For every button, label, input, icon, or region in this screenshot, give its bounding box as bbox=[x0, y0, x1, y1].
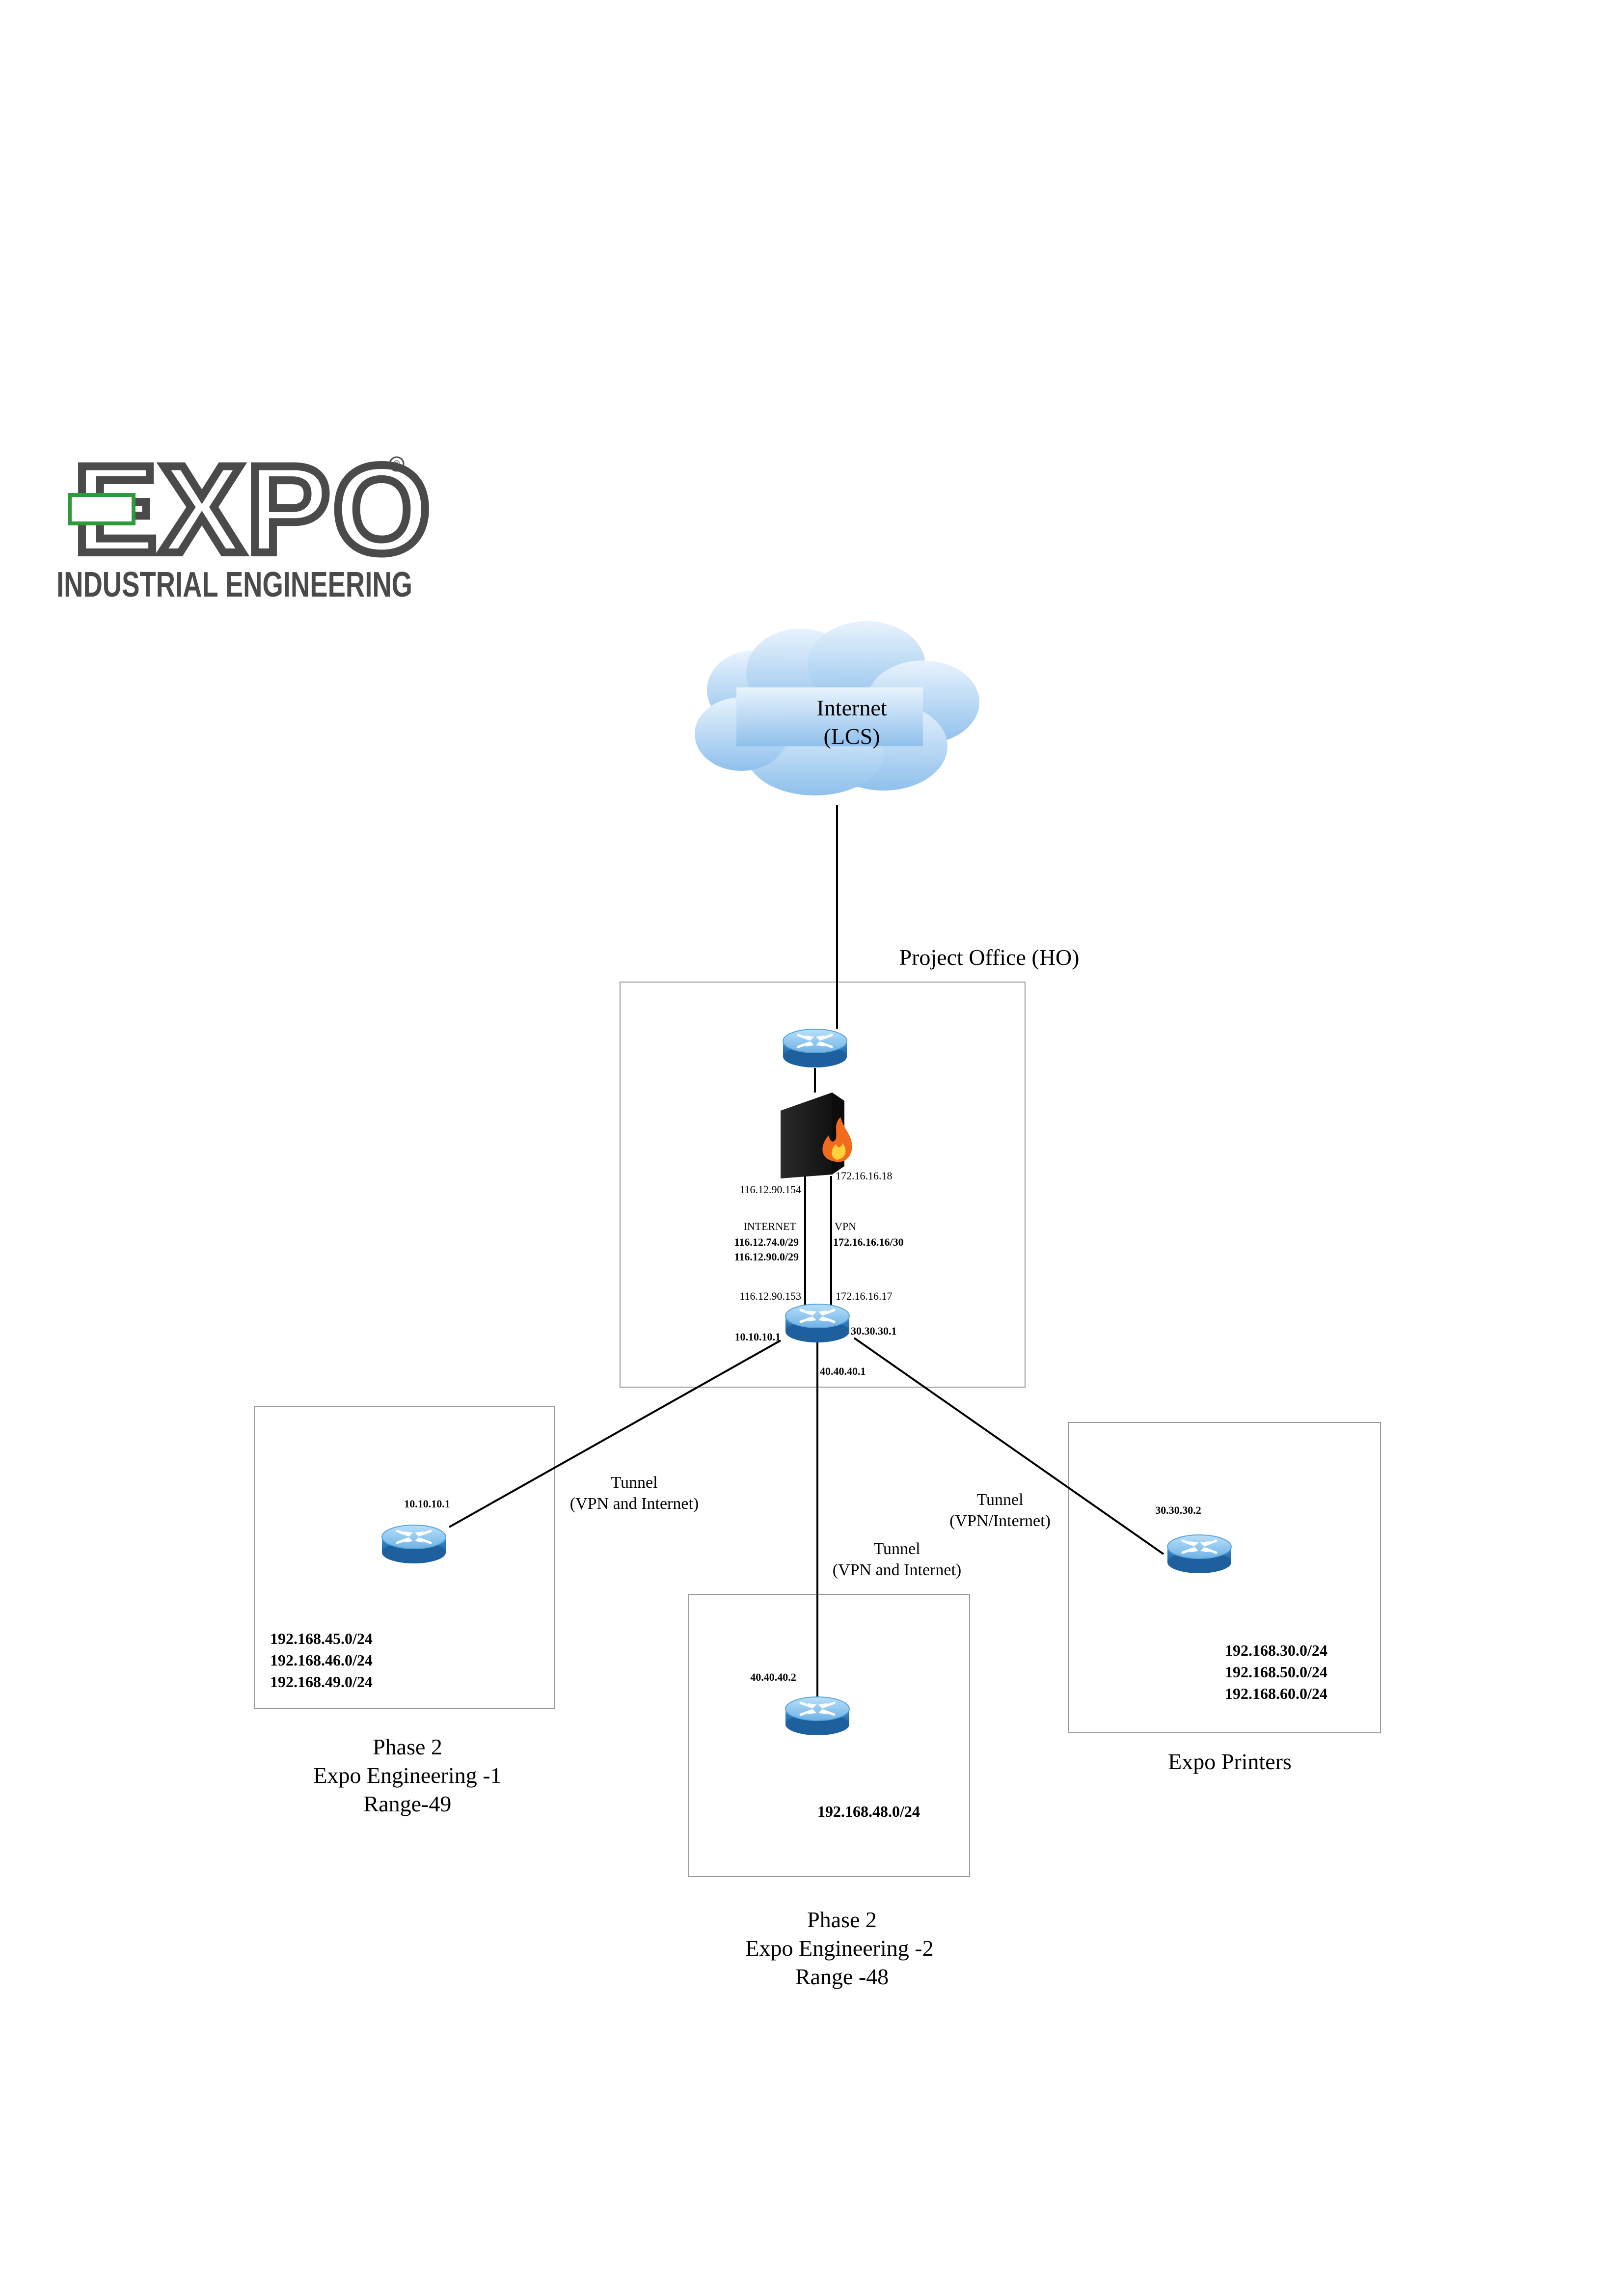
internet-net1: 116.12.74.0/29 bbox=[734, 1236, 799, 1248]
firewall-icon bbox=[781, 1093, 852, 1178]
site3-box bbox=[1068, 1422, 1381, 1733]
core-if-left: 10.10.10.1 bbox=[735, 1331, 781, 1343]
site1-router-icon bbox=[382, 1525, 446, 1563]
site1-caption-line1: Phase 2 bbox=[373, 1734, 442, 1759]
ho-title: Project Office (HO) bbox=[899, 945, 1079, 970]
core-if-down: 40.40.40.1 bbox=[820, 1365, 866, 1377]
core-if-right: 30.30.30.1 bbox=[851, 1325, 897, 1337]
internet-link-label: INTERNET bbox=[743, 1220, 796, 1232]
tunnel-middle-line1: Tunnel bbox=[873, 1540, 920, 1558]
core-left-ip: 116.12.90.153 bbox=[739, 1290, 801, 1302]
tunnel-right-line2: (VPN/Internet) bbox=[949, 1512, 1051, 1530]
site3-network-2: 192.168.50.0/24 bbox=[1225, 1663, 1327, 1681]
internet-net2: 116.12.90.0/29 bbox=[734, 1251, 799, 1263]
fw-right-ip: 172.16.16.18 bbox=[836, 1170, 893, 1182]
site1-router-ip: 10.10.10.1 bbox=[404, 1498, 450, 1510]
site3-network-3: 192.168.60.0/24 bbox=[1225, 1685, 1327, 1702]
site2-caption-line1: Phase 2 bbox=[807, 1907, 877, 1932]
internet-label-line2: (LCS) bbox=[824, 724, 880, 749]
site2-caption-line3: Range -48 bbox=[795, 1964, 889, 1989]
site1-caption-line3: Range-49 bbox=[364, 1791, 452, 1816]
site2-network-1: 192.168.48.0/24 bbox=[817, 1803, 920, 1820]
site2-box bbox=[688, 1594, 970, 1877]
expo-logo: EXPO ® INDUSTRIAL ENGINEERING bbox=[56, 436, 434, 604]
tunnel-left-line2: (VPN and Internet) bbox=[570, 1495, 699, 1513]
tunnel-right-line1: Tunnel bbox=[976, 1491, 1023, 1509]
site1-network-1: 192.168.45.0/24 bbox=[270, 1630, 373, 1647]
site3-network-1: 192.168.30.0/24 bbox=[1225, 1641, 1327, 1659]
logo-registered: ® bbox=[393, 459, 401, 470]
internet-label-line1: Internet bbox=[816, 695, 887, 720]
site3-router-icon bbox=[1167, 1535, 1231, 1573]
site1-network-2: 192.168.46.0/24 bbox=[270, 1651, 373, 1669]
site2-router-icon bbox=[785, 1697, 849, 1735]
tunnel-left-line1: Tunnel bbox=[611, 1474, 657, 1492]
site1-network-3: 192.168.49.0/24 bbox=[270, 1673, 373, 1691]
site2-router-ip: 40.40.40.2 bbox=[750, 1671, 796, 1683]
link-tunnel-site3 bbox=[853, 1337, 1164, 1555]
registered-mark-icon bbox=[389, 456, 405, 472]
link-tunnel-site1 bbox=[449, 1339, 781, 1528]
core-right-ip: 172.16.16.17 bbox=[836, 1290, 893, 1302]
site1-box bbox=[254, 1406, 555, 1709]
site1-caption-line2: Expo Engineering -1 bbox=[313, 1763, 501, 1788]
edge-router-icon bbox=[783, 1029, 847, 1067]
fw-left-ip: 116.12.90.154 bbox=[739, 1183, 801, 1196]
vpn-link-label: VPN bbox=[835, 1220, 856, 1232]
site3-router-ip: 30.30.30.2 bbox=[1155, 1504, 1201, 1516]
internet-cloud-icon bbox=[695, 621, 979, 795]
core-router-icon bbox=[785, 1304, 849, 1342]
site3-caption-line1: Expo Printers bbox=[1168, 1749, 1292, 1774]
tunnel-middle-line2: (VPN and Internet) bbox=[833, 1561, 961, 1579]
logo-tagline: INDUSTRIAL ENGINEERING bbox=[56, 565, 412, 604]
ho-box bbox=[620, 982, 1026, 1388]
site2-caption-line2: Expo Engineering -2 bbox=[745, 1936, 933, 1961]
logo-green-bar-icon bbox=[68, 493, 135, 525]
vpn-net: 172.16.16.16/30 bbox=[833, 1236, 904, 1248]
